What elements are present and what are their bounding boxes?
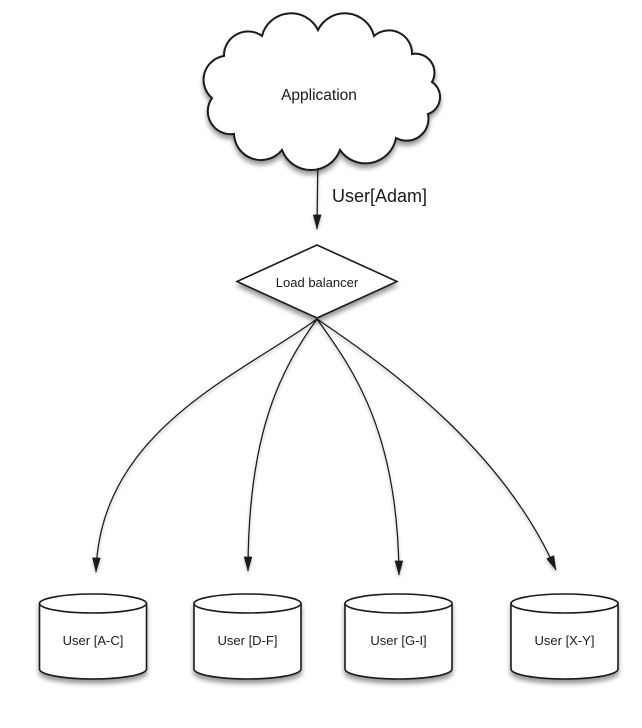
edge-lb-to-shard-ac xyxy=(92,318,318,573)
cylinder-top xyxy=(510,593,619,614)
node-shard-ac xyxy=(38,593,148,680)
node-shard-gi-label: User [G-I] xyxy=(370,633,426,648)
node-shard-xy xyxy=(510,593,619,680)
edge-lb-to-shard-df xyxy=(243,318,318,572)
node-shard-df-label: User [D-F] xyxy=(218,633,278,648)
node-shard-xy-label: User [X-Y] xyxy=(535,633,595,648)
cylinder-top xyxy=(38,593,148,614)
edge-lb-to-shard-xy xyxy=(316,318,557,571)
node-load-balancer-label: Load balancer xyxy=(276,275,359,290)
cylinder-body xyxy=(193,602,302,680)
cylinder-top xyxy=(344,593,453,614)
cylinder-body xyxy=(344,602,453,680)
cylinder-top xyxy=(193,593,302,614)
node-shard-ac-label: User [A-C] xyxy=(63,633,124,648)
edges-layer xyxy=(92,150,557,576)
cloud-shape xyxy=(202,12,442,171)
node-shard-df xyxy=(193,593,302,680)
cylinder-body xyxy=(38,602,148,680)
node-application-label: Application xyxy=(281,87,357,104)
edge-lb-to-shard-gi xyxy=(316,318,404,576)
diamond-shape xyxy=(235,244,399,319)
edge-app-to-lb-label: User[Adam] xyxy=(332,186,427,206)
node-application xyxy=(202,12,442,171)
node-shard-gi xyxy=(344,593,453,680)
cylinder-body xyxy=(510,602,619,680)
node-load-balancer xyxy=(235,244,399,319)
